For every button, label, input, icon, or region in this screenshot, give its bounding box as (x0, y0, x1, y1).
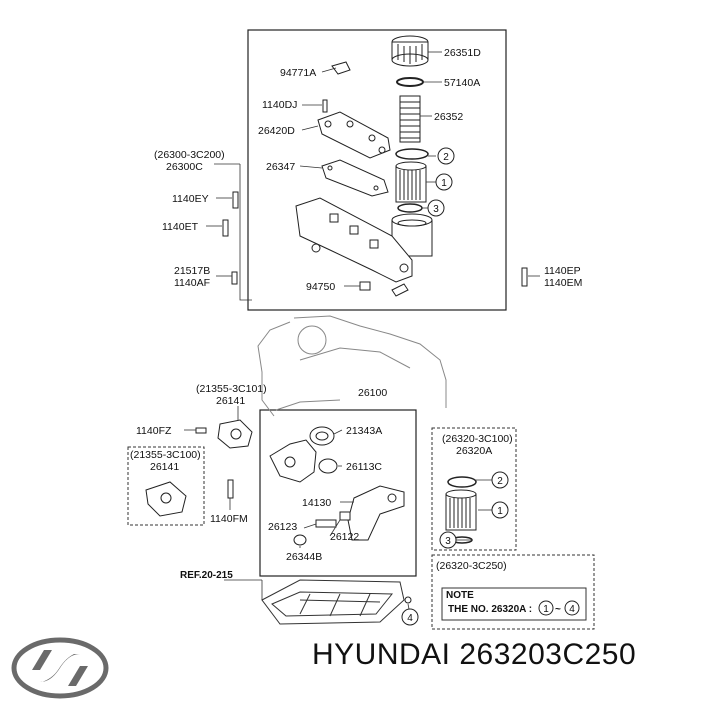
spring-part (315, 519, 337, 528)
label-26352: 26352 (434, 111, 463, 123)
sensor-part (359, 281, 371, 291)
oring-part (396, 77, 424, 87)
washer-part (391, 283, 409, 297)
plug-26344b-part (293, 534, 307, 546)
label-26123: 26123 (268, 521, 297, 533)
plug-part (231, 271, 238, 285)
kit-filter-part (445, 489, 477, 531)
svg-text:3: 3 (433, 204, 439, 215)
label-26420d: 26420D (258, 125, 295, 137)
bolt-1140ey-part (232, 191, 239, 209)
svg-text:2: 2 (497, 476, 503, 487)
callout-1-top: 1 (435, 173, 453, 191)
oring-part-2 (395, 148, 429, 160)
filter-kit-box (431, 427, 517, 551)
callout-4-pan: 4 (401, 608, 419, 626)
seal-bottom-part (145, 481, 187, 517)
label-1140af: 1140AF (174, 277, 210, 289)
note-callout-4: 4 (564, 600, 580, 616)
callout-2-kit: 2 (491, 471, 509, 489)
label-kit-ref2: (26320-3C250) (436, 560, 507, 572)
gasket-mid-part (321, 159, 389, 197)
label-26100: 26100 (358, 387, 387, 399)
note-callout-1: 1 (538, 600, 554, 616)
gear-26113c-part (318, 458, 338, 474)
kit-ref-box (431, 554, 595, 630)
bolt-1140et-part (222, 219, 229, 237)
seal-ref-box (127, 446, 205, 526)
callout-3-top: 3 (427, 199, 445, 217)
callout-3-kit: 3 (439, 531, 457, 549)
label-kit-ref: (26320-3C100) (442, 433, 513, 445)
svg-text:1: 1 (441, 178, 447, 189)
oil-pan-part (261, 579, 405, 625)
gasket-top-part (317, 111, 391, 159)
filter-element-part (399, 95, 421, 143)
label-1140dj: 1140DJ (262, 99, 297, 111)
label-26141-top: 26141 (216, 395, 245, 407)
note-box (441, 587, 587, 621)
note-title: NOTE (446, 590, 474, 601)
bolt-1140dj-part (322, 99, 328, 113)
label-26141-bottom: 26141 (150, 461, 179, 473)
label-26347: 26347 (266, 161, 295, 173)
label-ref-oil-pan: REF.20-215 (180, 570, 233, 581)
label-94750: 94750 (306, 281, 335, 293)
cover-21343a-part (309, 426, 335, 446)
label-26351d: 26351D (444, 47, 481, 59)
label-26320a: 26320A (456, 445, 492, 457)
svg-text:2: 2 (443, 152, 449, 163)
label-21343a: 21343A (346, 425, 382, 437)
label-26300c: 26300C (166, 161, 203, 173)
pump-14130-part (347, 485, 405, 541)
plunger-part (339, 511, 351, 521)
cooler-body-part (295, 197, 413, 283)
bolt-1140ep-part (521, 267, 528, 287)
label-26113c: 26113C (346, 461, 382, 473)
top-assembly-frame (247, 29, 507, 311)
bolt-1140fm-part (227, 479, 234, 499)
filter-cap-part (391, 35, 429, 67)
callout-1-kit: 1 (491, 501, 509, 519)
seal-top-part (217, 419, 253, 449)
note-line-prefix: THE NO. 26320A : (448, 604, 532, 615)
label-26344b: 26344B (286, 551, 322, 563)
oring-part-3 (397, 203, 423, 213)
label-94771a: 94771A (280, 67, 316, 79)
label-seal-ref-top: (21355-3C101) (196, 383, 267, 395)
hyundai-logo-icon (11, 637, 109, 699)
label-1140ey: 1140EY (172, 193, 209, 205)
bolt-1140fz-part (195, 427, 207, 434)
label-1140fz: 1140FZ (136, 425, 172, 437)
svg-text:3: 3 (445, 536, 451, 547)
label-57140a: 57140A (444, 77, 480, 89)
label-seal-ref-bottom: (21355-3C100) (130, 449, 201, 461)
note-line-dash: ~ (555, 604, 561, 615)
svg-text:4: 4 (569, 604, 575, 615)
pump-body-part (269, 439, 317, 483)
svg-text:1: 1 (497, 506, 503, 517)
label-21517b: 21517B (174, 265, 210, 277)
label-assy-ref: (26300-3C200) (154, 149, 225, 161)
callout-2-top: 2 (437, 147, 455, 165)
label-26122: 26122 (330, 531, 359, 543)
pump-assembly-frame (259, 409, 417, 577)
svg-text:1: 1 (543, 604, 549, 615)
label-1140ep: 1140EP (544, 265, 581, 277)
label-1140fm: 1140FM (210, 513, 248, 525)
label-14130: 14130 (302, 497, 331, 509)
filter-part-1 (395, 161, 427, 203)
clip-part (331, 61, 351, 75)
engine-block-outline (257, 315, 447, 417)
kit-oring-part (447, 476, 477, 488)
label-1140em: 1140EM (544, 277, 582, 289)
svg-text:4: 4 (407, 613, 413, 624)
brand-part-number: HYUNDAI 263203C250 (312, 638, 637, 671)
label-1140et: 1140ET (162, 221, 199, 233)
drain-plug-part (404, 596, 412, 604)
